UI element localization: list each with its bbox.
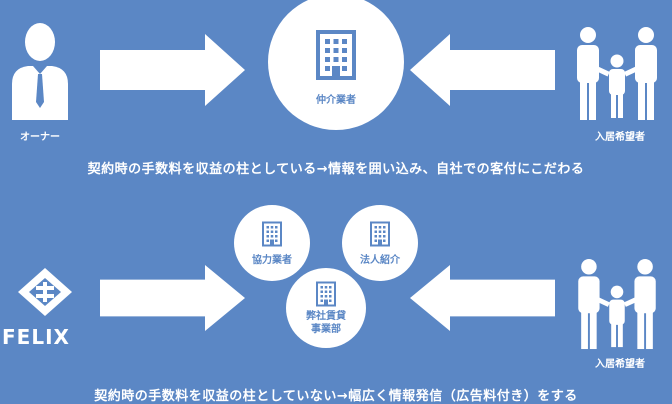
building-icon bbox=[262, 221, 282, 247]
broker-label: 仲介業者 bbox=[316, 94, 356, 106]
arrow-left-icon bbox=[410, 265, 555, 331]
partner-label: 協力業者 bbox=[252, 254, 292, 266]
owner-label: オーナー bbox=[20, 132, 60, 143]
building-icon bbox=[316, 281, 336, 307]
corporate-circle: 法人紹介 bbox=[342, 205, 418, 281]
partner-circle: 協力業者 bbox=[234, 205, 310, 281]
arrow-right-icon bbox=[100, 265, 245, 331]
broker-circle: 仲介業者 bbox=[268, 0, 404, 130]
felix-logo-text: FELIX bbox=[2, 325, 70, 349]
building-icon bbox=[370, 221, 390, 247]
arrow-left-icon bbox=[410, 34, 555, 106]
rental-dept-circle: 弊社賃貸 事業部 bbox=[286, 268, 366, 348]
bottom-message: 契約時の手数料を収益の柱としていない→幅広く情報発信（広告料付き）をする bbox=[94, 389, 578, 404]
building-icon bbox=[316, 29, 356, 81]
arrow-right-icon bbox=[100, 34, 245, 106]
top-message: 契約時の手数料を収益の柱としている→情報を囲い込み、自社での客付にこだわる bbox=[87, 162, 585, 177]
corporate-label: 法人紹介 bbox=[360, 254, 400, 266]
felix-logo-icon bbox=[18, 268, 72, 316]
tenant-label: 入居希望者 bbox=[595, 132, 645, 143]
tenant-label: 入居希望者 bbox=[595, 359, 645, 370]
owner-icon bbox=[12, 23, 68, 120]
rental-dept-label-1: 弊社賃貸 bbox=[306, 310, 346, 322]
family-icon bbox=[572, 26, 662, 121]
family-icon bbox=[572, 258, 662, 350]
rental-dept-label-2: 事業部 bbox=[311, 323, 341, 335]
